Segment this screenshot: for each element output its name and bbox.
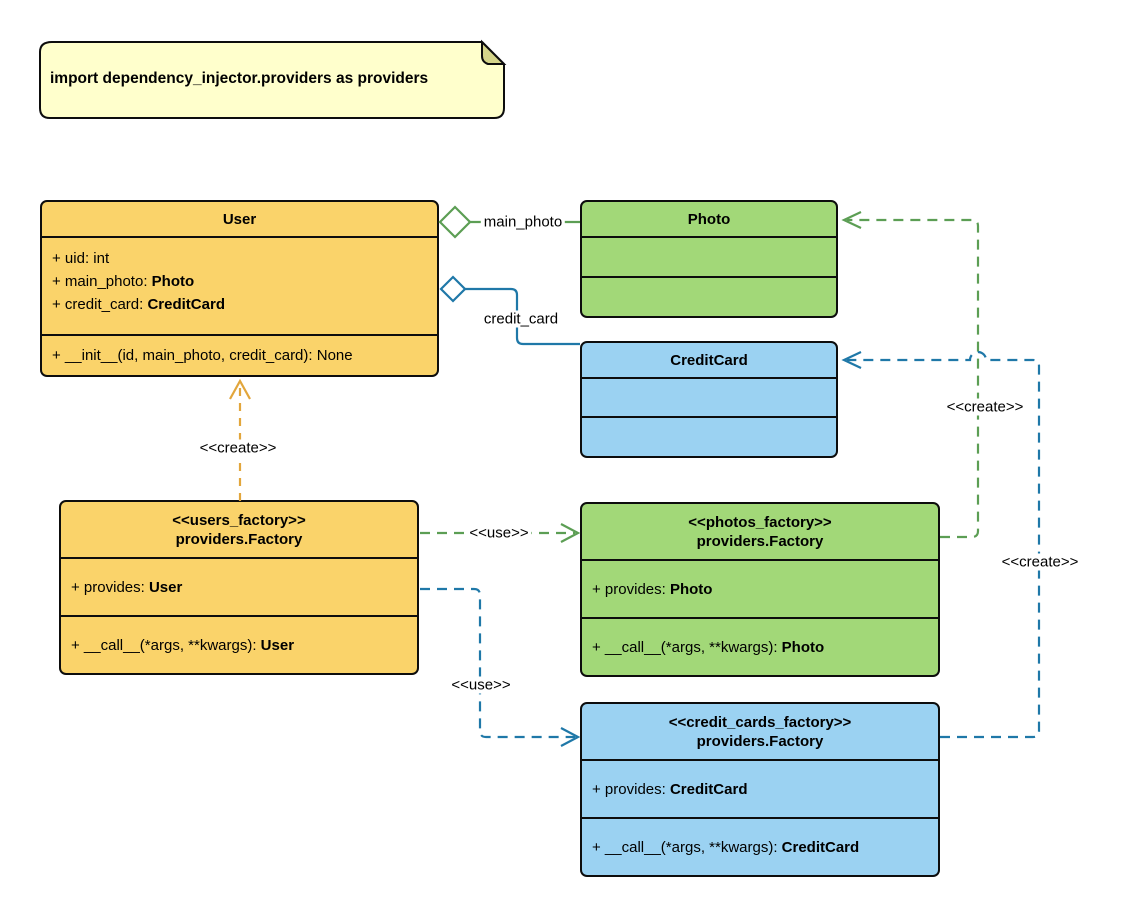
uml-class-photos-factory: <<photos_factory>> providers.Factory + p… [580, 502, 940, 677]
edge-label-create-photo: <<create>> [943, 398, 1027, 416]
method-call: + __call__(*args, **kwargs): CreditCard [592, 838, 860, 856]
stereotype: <<credit_cards_factory>> [668, 713, 852, 731]
create-edge-photo-line [847, 218, 980, 539]
edge-label-main-photo: main_photo [480, 213, 566, 231]
uml-class-photo: Photo [580, 200, 838, 318]
class-name: providers.Factory [175, 530, 303, 548]
uml-class-user: User + uid: int + main_photo: Photo + cr… [40, 200, 439, 377]
class-attributes: + provides: CreditCard [582, 759, 938, 817]
attribute-provides: + provides: User [71, 578, 183, 596]
attribute-credit-card: + credit_card: CreditCard [52, 296, 225, 313]
aggregation-diamond-credit-card [439, 275, 467, 303]
edge-label-use-credit-cards: <<use>> [448, 676, 514, 694]
class-attributes: + uid: int + main_photo: Photo + credit_… [42, 236, 437, 334]
class-methods: + __call__(*args, **kwargs): CreditCard [582, 817, 938, 875]
class-name: providers.Factory [696, 532, 824, 550]
class-methods-empty [582, 416, 836, 456]
class-methods: + __call__(*args, **kwargs): User [61, 615, 417, 673]
method-call: + __call__(*args, **kwargs): Photo [592, 638, 825, 656]
method-init: + __init__(id, main_photo, credit_card):… [52, 347, 353, 364]
class-attributes: + provides: User [61, 557, 417, 615]
method-call: + __call__(*args, **kwargs): User [71, 636, 295, 654]
aggregation-diamond-main-photo [438, 205, 472, 239]
class-methods: + __init__(id, main_photo, credit_card):… [42, 334, 437, 375]
edge-label-create-user: <<create>> [196, 439, 280, 457]
note-text: import dependency_injector.providers as … [50, 70, 429, 87]
class-attributes: + provides: Photo [582, 559, 938, 617]
attribute-provides: + provides: CreditCard [592, 780, 748, 798]
arrowhead-create-photo-icon [841, 211, 862, 229]
class-title: CreditCard [670, 351, 748, 369]
class-methods-empty [582, 276, 836, 316]
stereotype: <<photos_factory>> [688, 513, 832, 531]
class-methods: + __call__(*args, **kwargs): Photo [582, 617, 938, 675]
note-fold-corner-icon [481, 39, 507, 65]
stereotype: <<users_factory>> [172, 511, 306, 529]
arrowhead-create-credit-card-icon [841, 351, 862, 369]
class-name: providers.Factory [696, 732, 824, 750]
arrowhead-create-user-icon [229, 378, 251, 400]
attribute-main-photo: + main_photo: Photo [52, 273, 195, 290]
class-title: <<users_factory>> providers.Factory [61, 502, 417, 557]
edge-label-create-credit-card: <<create>> [998, 553, 1082, 571]
uml-class-users-factory: <<users_factory>> providers.Factory + pr… [59, 500, 419, 675]
class-attributes-empty [582, 236, 836, 276]
edge-label-credit-card: credit_card [480, 310, 562, 328]
uml-class-credit-card: CreditCard [580, 341, 838, 458]
attribute-provides: + provides: Photo [592, 580, 713, 598]
class-title: User [222, 210, 257, 228]
attribute-uid: + uid: int [52, 250, 110, 267]
class-attributes-empty [582, 377, 836, 416]
class-title: Photo [687, 210, 731, 228]
use-edge-credit-cards-line [420, 587, 575, 739]
arrowhead-use-photos-icon [560, 523, 581, 543]
class-title: <<photos_factory>> providers.Factory [582, 504, 938, 559]
arrowhead-use-credit-cards-icon [560, 727, 581, 747]
class-title: <<credit_cards_factory>> providers.Facto… [582, 704, 938, 759]
edge-label-use-photos: <<use>> [466, 524, 532, 542]
uml-class-credit-cards-factory: <<credit_cards_factory>> providers.Facto… [580, 702, 940, 877]
